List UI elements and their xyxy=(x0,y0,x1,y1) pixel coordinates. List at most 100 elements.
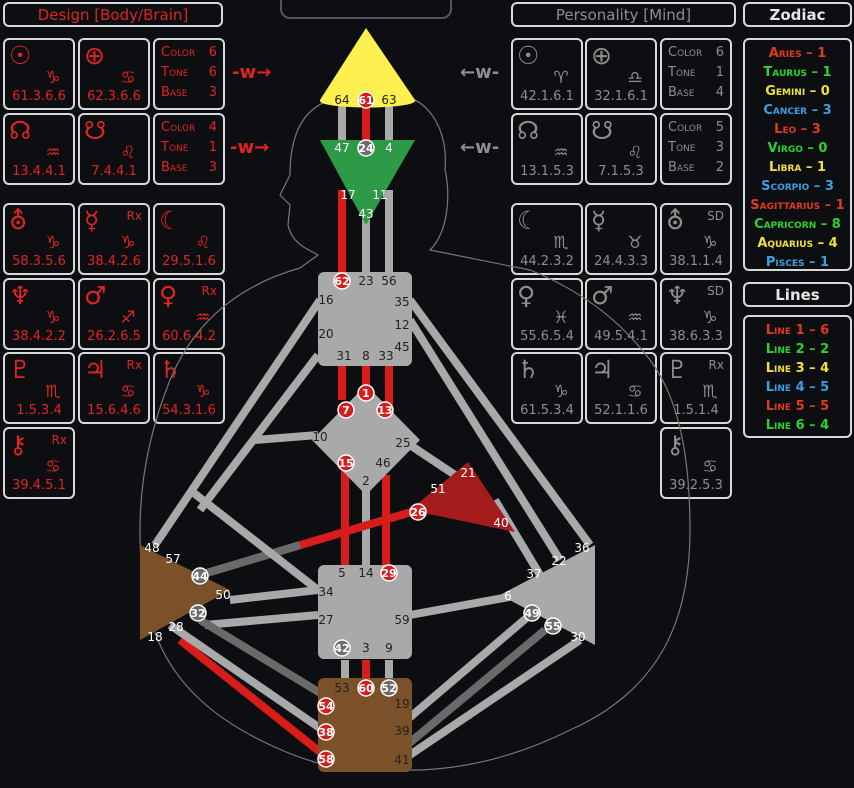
gate-marker-60 xyxy=(357,679,375,697)
top-tab xyxy=(280,0,452,19)
gate-label-10: 10 xyxy=(312,430,327,444)
design-card-jupiter[interactable]: ♃Rx♋15.6.4.6 xyxy=(78,352,150,424)
gate-label-39: 39 xyxy=(394,724,409,738)
gate-marker-62 xyxy=(333,272,351,290)
zodiac-sign-icon: ♋ xyxy=(627,382,643,402)
gate-label-24: 24 xyxy=(358,142,374,155)
mars-icon: ♂ xyxy=(591,281,614,310)
design-card-saturn[interactable]: ♄♑54.3.1.6 xyxy=(153,352,225,424)
zodiac-sign-icon: ♋ xyxy=(120,382,136,402)
gate-marker-44 xyxy=(191,567,209,585)
retrograde-mark: SD xyxy=(707,209,724,223)
personality-card-north-node[interactable]: ☊♒13.1.5.3 xyxy=(511,113,583,185)
activation-value: 38.6.3.3 xyxy=(669,329,723,344)
personality-card-chiron[interactable]: ⚷♋39.2.5.3 xyxy=(660,427,732,499)
zodiac-sign-icon: ♑ xyxy=(120,233,136,253)
neptune-icon: ♆ xyxy=(666,281,689,310)
north-node-icon: ☊ xyxy=(9,116,32,145)
zodiac-sign-icon: ♌ xyxy=(195,233,211,253)
personality-card-pluto[interactable]: ♇Rx♏1.5.1.4 xyxy=(660,352,732,424)
activation-value: 15.6.4.6 xyxy=(87,403,141,418)
personality-card-venus[interactable]: ♀♓55.6.5.4 xyxy=(511,278,583,350)
personality-card-uranus[interactable]: ⛢SD♑38.1.1.4 xyxy=(660,203,732,275)
personality-card-mercury[interactable]: ☿♉24.4.3.3 xyxy=(585,203,657,275)
design-card-south-node[interactable]: ☋♌7.4.4.1 xyxy=(78,113,150,185)
gate-label-7: 7 xyxy=(342,404,350,417)
pluto-icon: ♇ xyxy=(666,355,689,384)
personality-card-mars[interactable]: ♂♒49.5.4.1 xyxy=(585,278,657,350)
mercury-icon: ☿ xyxy=(84,206,100,235)
gate-label-6: 6 xyxy=(504,589,512,603)
gate-label-16: 16 xyxy=(318,293,333,307)
channel-21 xyxy=(229,586,319,604)
gate-label-55: 55 xyxy=(545,620,560,633)
activation-value: 1.5.1.4 xyxy=(673,403,719,418)
gate-marker-7 xyxy=(337,401,355,419)
lines-list: Line 1 – 6 Line 2 – 2 Line 3 – 4 Line 4 – 5… xyxy=(743,315,852,438)
gate-marker-1 xyxy=(357,384,375,402)
activation-value: 7.4.4.1 xyxy=(91,164,137,179)
activation-value: 60.6.4.2 xyxy=(162,329,216,344)
lines-item: Line 3 – 4 xyxy=(765,361,830,376)
activation-value: 38.4.2.2 xyxy=(12,329,66,344)
gate-label-5: 5 xyxy=(338,566,346,580)
personality-card-neptune[interactable]: ♆SD♑38.6.3.3 xyxy=(660,278,732,350)
mercury-icon: ☿ xyxy=(591,206,607,235)
jupiter-icon: ♃ xyxy=(84,355,107,384)
earth-icon: ⊕ xyxy=(591,41,612,70)
personality-card-south-node[interactable]: ☋♌7.1.5.3 xyxy=(585,113,657,185)
channel-13 xyxy=(407,441,458,479)
saturn-icon: ♄ xyxy=(159,355,182,384)
zodiac-item: Cancer – 3 xyxy=(763,103,832,118)
personality-card-saturn[interactable]: ♄♑61.5.3.4 xyxy=(511,352,583,424)
design-card-moon[interactable]: ☾♌29.5.1.6 xyxy=(153,203,225,275)
zodiac-item: Leo – 3 xyxy=(774,122,821,137)
gate-label-19: 19 xyxy=(394,697,409,711)
activation-value: 38.4.2.6 xyxy=(87,254,141,269)
lines-item: Line 2 – 2 xyxy=(765,342,830,357)
gate-label-28: 28 xyxy=(168,620,183,634)
g-center xyxy=(312,385,420,495)
lines-item: Line 1 – 6 xyxy=(765,323,830,338)
gate-label-57: 57 xyxy=(165,552,180,566)
ajna-center xyxy=(320,140,415,225)
zodiac-sign-icon: ♎ xyxy=(627,68,643,88)
personality-card-earth[interactable]: ⊕♎32.1.6.1 xyxy=(585,38,657,110)
activation-value: 49.5.4.1 xyxy=(594,329,648,344)
personality-arrow-bottom-icon: ←w- xyxy=(460,137,500,158)
body-outline xyxy=(139,94,691,771)
moon-icon: ☾ xyxy=(517,206,540,235)
gate-label-22: 22 xyxy=(551,554,566,568)
gate-label-3: 3 xyxy=(362,641,370,655)
lines-item: Line 4 – 5 xyxy=(765,380,830,395)
design-card-neptune[interactable]: ♆♑38.4.2.2 xyxy=(3,278,75,350)
activation-value: 29.5.1.6 xyxy=(162,254,216,269)
design-card-earth[interactable]: ⊕♋62.3.6.6 xyxy=(78,38,150,110)
design-card-uranus[interactable]: ⛢♑58.3.5.6 xyxy=(3,203,75,275)
zodiac-item: Sagittarius – 1 xyxy=(750,198,845,213)
design-card-venus[interactable]: ♀Rx♒60.6.4.2 xyxy=(153,278,225,350)
gate-label-31: 31 xyxy=(336,349,351,363)
gate-label-54: 54 xyxy=(318,700,334,713)
design-card-pluto[interactable]: ♇♏1.5.3.4 xyxy=(3,352,75,424)
channel-33 xyxy=(392,636,583,769)
gate-label-12: 12 xyxy=(394,318,409,332)
activation-value: 7.1.5.3 xyxy=(598,164,644,179)
gate-label-37: 37 xyxy=(526,567,541,581)
design-card-chiron[interactable]: ⚷Rx♋39.4.5.1 xyxy=(3,427,75,499)
design-card-sun[interactable]: ☉♑61.3.6.6 xyxy=(3,38,75,110)
channel-22 xyxy=(204,611,319,629)
activation-value: 44.2.3.2 xyxy=(520,254,574,269)
gate-label-11: 11 xyxy=(372,188,387,202)
channel-32 xyxy=(392,626,548,759)
personality-card-jupiter[interactable]: ♃♋52.1.1.6 xyxy=(585,352,657,424)
gate-label-33: 33 xyxy=(378,349,393,363)
design-card-north-node[interactable]: ☊♒13.4.4.1 xyxy=(3,113,75,185)
zodiac-sign-icon: ♒ xyxy=(195,308,211,328)
chiron-icon: ⚷ xyxy=(666,430,685,459)
personality-card-moon[interactable]: ☾♏44.2.3.2 xyxy=(511,203,583,275)
design-card-mercury[interactable]: ☿Rx♑38.4.2.6 xyxy=(78,203,150,275)
personality-card-sun[interactable]: ☉♈42.1.6.1 xyxy=(511,38,583,110)
design-card-mars[interactable]: ♂♐26.2.6.5 xyxy=(78,278,150,350)
retrograde-mark: Rx xyxy=(51,433,67,447)
